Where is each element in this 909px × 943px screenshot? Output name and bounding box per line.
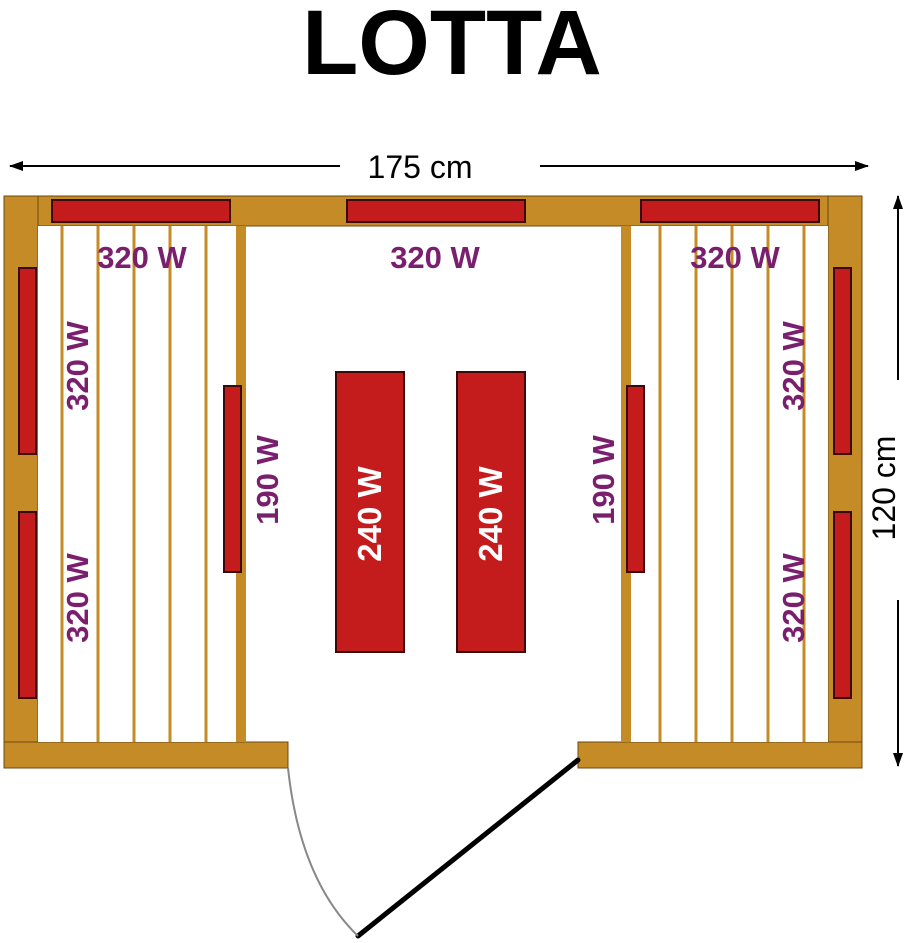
depth-dimension-label: 120 cm [866,436,902,541]
watt-label-left-wall-lower: 320 W [60,552,95,642]
watt-label-back-right: 320 W [690,240,780,275]
watt-label-back-left: 320 W [97,240,187,275]
heater-right-bench-front [626,385,645,573]
watt-label-floor-right: 240 W [472,465,509,561]
watt-label-left-bench-front: 190 W [250,434,285,524]
heater-left-wall-upper [18,267,37,455]
heater-left-bench-front [223,385,242,573]
watt-label-back-center: 320 W [390,240,480,275]
right-bench [621,226,828,742]
heater-right-wall-lower [833,511,852,699]
heater-floor-right [456,371,526,653]
front-wall-left [3,741,289,769]
front-wall-right [577,741,863,769]
watt-label-right-wall-upper: 320 W [776,320,811,410]
watt-label-right-wall-lower: 320 W [776,552,811,642]
heater-left-wall-lower [18,511,37,699]
door-swing-arc [287,767,359,937]
heater-back-left [51,199,231,223]
width-dimension-label: 175 cm [368,149,473,185]
watt-label-left-wall-upper: 320 W [60,320,95,410]
door-panel [355,757,581,939]
watt-label-floor-left: 240 W [351,465,388,561]
heater-floor-left [335,371,405,653]
heater-right-wall-upper [833,267,852,455]
heater-back-center [346,199,526,223]
watt-label-right-bench-front: 190 W [586,434,621,524]
page-title: LOTTA [302,0,602,94]
heater-back-right [640,199,820,223]
left-bench [38,226,246,742]
